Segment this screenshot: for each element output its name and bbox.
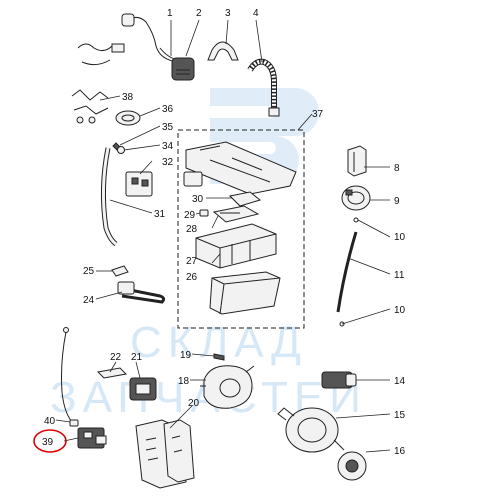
part-39-module[interactable] (77, 427, 107, 449)
part-20-control-module[interactable] (135, 419, 195, 489)
label-part-27: 27 (186, 256, 198, 267)
label-part-10-lower: 10 (394, 305, 406, 316)
part-11-pressure-tube[interactable] (336, 231, 358, 313)
label-part-31: 31 (154, 209, 166, 220)
label-part-25: 25 (83, 266, 95, 277)
watermark-line1: СКЛАД (130, 318, 307, 367)
part-2-interference-filter[interactable] (171, 57, 195, 81)
part-29-clip[interactable] (199, 209, 209, 217)
label-part-22: 22 (110, 352, 122, 363)
part-1-power-cord[interactable] (121, 13, 179, 63)
label-part-3: 3 (225, 8, 231, 19)
part-16-pump-filter[interactable] (337, 451, 367, 481)
part-18-motor[interactable] (200, 365, 255, 409)
part-group-box-37 (177, 129, 305, 329)
label-part-24: 24 (83, 295, 95, 306)
part-27-detergent-drawer[interactable] (195, 223, 277, 269)
part-3-hose-bracket[interactable] (207, 41, 239, 61)
leader-lines (55, 19, 391, 453)
part-labels: 1 2 3 4 8 9 10 11 10 14 15 16 18 19 20 2… (42, 8, 406, 457)
part-37-dispenser-assembly[interactable] (183, 141, 297, 207)
part-4-drain-hose[interactable] (247, 58, 280, 117)
highlight-ring-39 (33, 429, 67, 453)
label-part-21: 21 (131, 352, 143, 363)
part-31-hose[interactable] (100, 147, 118, 247)
label-part-37: 37 (312, 109, 324, 120)
part-32-bracket[interactable] (125, 171, 153, 197)
label-part-26: 26 (186, 272, 198, 283)
label-part-8: 8 (394, 163, 400, 174)
label-part-36: 36 (162, 104, 174, 115)
label-part-30: 30 (192, 194, 204, 205)
label-part-16: 16 (394, 446, 406, 457)
label-part-32: 32 (162, 157, 174, 168)
label-part-20: 20 (188, 398, 200, 409)
part-21-capacitor[interactable] (129, 377, 157, 401)
label-part-18: 18 (178, 376, 190, 387)
part-10a-ring[interactable] (353, 217, 359, 223)
label-part-35: 35 (162, 122, 174, 133)
label-part-11: 11 (394, 270, 405, 281)
part-8-door-handle[interactable] (347, 145, 367, 177)
label-part-9: 9 (394, 196, 400, 207)
label-part-10-upper: 10 (394, 232, 406, 243)
label-part-14: 14 (394, 376, 406, 387)
part-15-drain-pump[interactable] (277, 407, 345, 453)
label-part-19: 19 (180, 350, 192, 361)
part-38-wiring-harness[interactable] (71, 43, 125, 124)
part-36-drain-cap[interactable] (115, 110, 141, 126)
part-24-heating-element[interactable] (117, 281, 166, 304)
part-26-drawer-housing[interactable] (209, 271, 281, 315)
part-10b-ring[interactable] (339, 321, 345, 327)
label-part-38: 38 (122, 92, 134, 103)
part-19-screw[interactable] (213, 353, 225, 361)
label-part-15: 15 (394, 410, 406, 421)
part-40-wire[interactable] (61, 327, 79, 427)
part-9-pressure-switch[interactable] (341, 185, 371, 211)
label-part-29: 29 (184, 210, 196, 221)
label-part-34: 34 (162, 141, 174, 152)
label-part-1: 1 (167, 8, 173, 19)
part-34-washer[interactable] (117, 146, 125, 154)
label-part-4: 4 (253, 8, 259, 19)
part-14-door-lock[interactable] (321, 371, 357, 389)
label-part-2: 2 (196, 8, 202, 19)
label-part-40: 40 (44, 416, 56, 427)
part-25-ntc-sensor[interactable] (111, 265, 129, 277)
label-part-39: 39 (42, 437, 54, 448)
part-22-bracket[interactable] (96, 367, 128, 379)
label-part-28: 28 (186, 224, 198, 235)
part-28-dispenser-tray[interactable] (212, 205, 260, 223)
